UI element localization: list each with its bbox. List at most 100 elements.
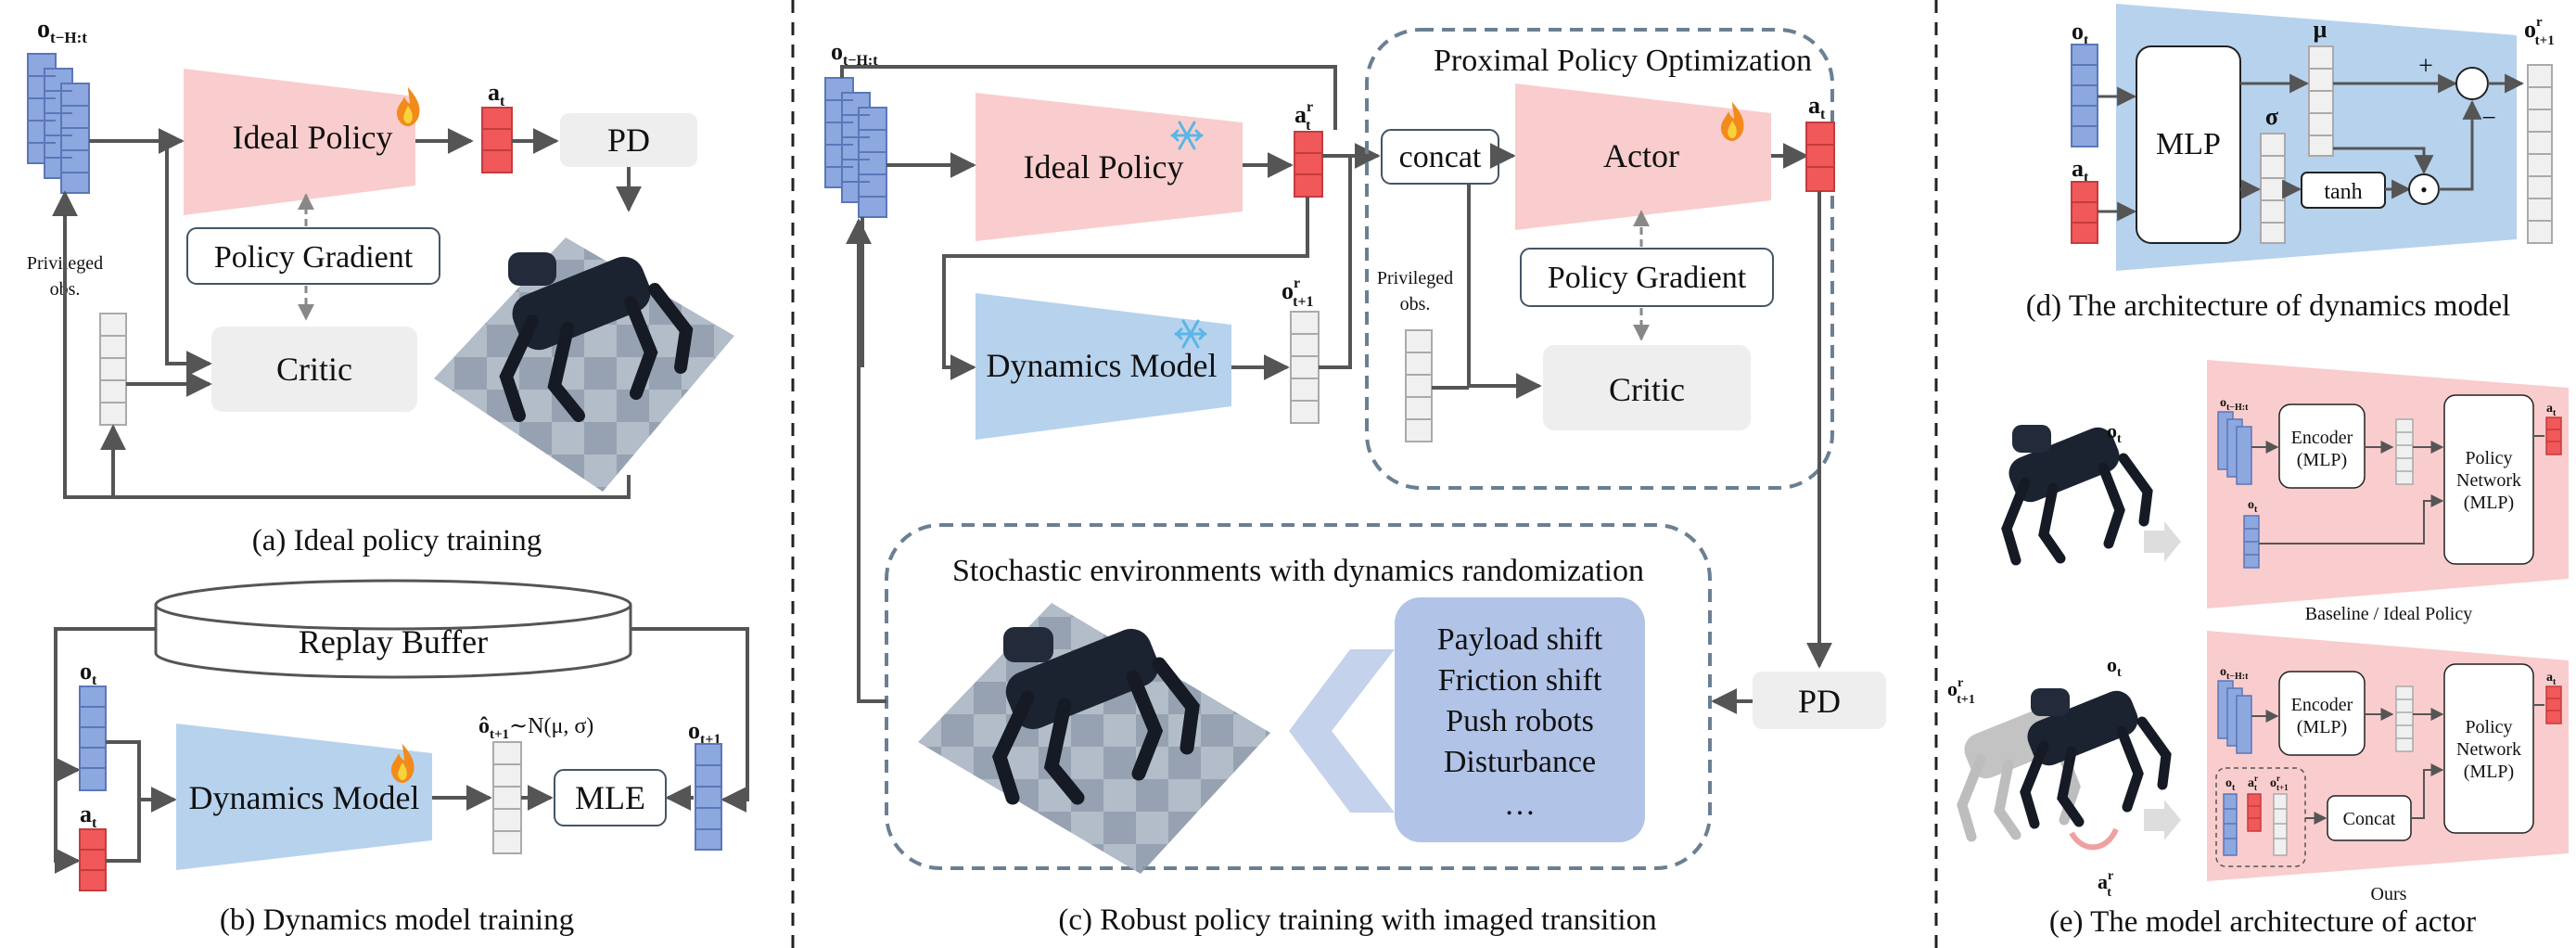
c-env-chevron <box>1289 649 1395 813</box>
c-dynamics-model-block <box>976 293 1231 440</box>
d-mu-vector <box>2308 45 2334 157</box>
e-top-hist-label: ot−H:t <box>2220 396 2249 413</box>
a-action-vector <box>481 107 513 173</box>
a-policy-gradient-box <box>186 227 440 285</box>
c-env-item: Disturbance <box>1444 745 1596 779</box>
a-action-label: at <box>488 79 505 109</box>
b-obs-label: ot <box>80 658 97 688</box>
c-pd-box <box>1753 672 1886 729</box>
c-env-item: … <box>1504 788 1536 822</box>
e-bottom-encoder-label-1: Encoder <box>2291 695 2353 715</box>
c-env-items-box <box>1395 597 1645 842</box>
d-mlp-label: MLP <box>2156 127 2221 161</box>
d-sigma-vector <box>2260 133 2286 244</box>
c-at-label: at <box>1808 92 1826 122</box>
e-top-caption: Baseline / Ideal Policy <box>2305 604 2473 624</box>
e-top-policy-label-1: Policy <box>2465 448 2512 468</box>
d-caption: (d) The architecture of dynamics model <box>2026 289 2511 323</box>
c-concat-label: concat <box>1399 140 1482 174</box>
e-bottom-in-or-vector <box>2273 793 2288 856</box>
e-bottom-in-ot-label: ot <box>2225 776 2236 793</box>
c-env-item: Push robots <box>1446 704 1594 738</box>
a-critic-label: Critic <box>276 351 352 388</box>
panel-b: Replay Buffer ot at Dynamics Model ôt+1∼… <box>54 579 749 937</box>
e-bottom-flow-arrow <box>2144 800 2181 840</box>
panel-e: ot ot−H:t Encoder (MLP) ot Policy Networ… <box>1947 360 2569 939</box>
e-top-hist-stack <box>2217 411 2252 485</box>
a-ideal-policy-block <box>184 69 415 215</box>
c-ppo-title: Proximal Policy Optimization <box>1434 44 1812 78</box>
c-critic-box <box>1543 345 1751 430</box>
a-obs-history-stack <box>27 53 90 194</box>
e-bottom-policy-label-3: (MLP) <box>2464 762 2514 782</box>
flame-icon <box>1721 102 1744 141</box>
flame-icon <box>391 744 414 783</box>
c-caption: (c) Robust policy training with imaged t… <box>1058 903 1656 937</box>
b-obs-vector <box>79 685 107 791</box>
b-replay-buffer-label: Replay Buffer <box>299 623 488 660</box>
c-ppo-dashed-box <box>1365 28 1834 490</box>
a-obs-label: ot−H:t <box>37 15 87 46</box>
e-top-policy-label-2: Network <box>2456 470 2521 491</box>
flame-icon <box>397 87 420 126</box>
e-bottom-robot-image <box>2020 688 2172 829</box>
e-bottom-policy-box <box>2443 663 2534 834</box>
a-privileged-obs-vector <box>99 313 127 426</box>
a-critic-box <box>211 327 417 412</box>
d-out-vector <box>2527 64 2553 244</box>
b-dynamics-model-label: Dynamics Model <box>189 779 420 816</box>
a-ideal-policy-label: Ideal Policy <box>233 119 393 156</box>
d-sigma-label: σ <box>2265 103 2278 130</box>
e-bottom-ot-label: ot <box>2107 653 2122 680</box>
e-bottom-policy-label-2: Network <box>2456 739 2521 760</box>
b-pred-label: ôt+1∼N(μ, σ) <box>478 714 593 742</box>
b-action-vector <box>79 828 107 891</box>
e-caption: (e) The model architecture of actor <box>2049 905 2476 939</box>
b-caption: (b) Dynamics model training <box>220 903 574 937</box>
b-next-obs-vector <box>695 743 722 851</box>
d-dot-label: • <box>2420 178 2428 201</box>
c-ideal-policy-block <box>976 93 1243 241</box>
c-robot-image <box>918 603 1270 874</box>
snowflake-icon <box>1170 121 1204 150</box>
c-env-item: Friction shift <box>1438 663 1602 698</box>
c-at-vector <box>1805 122 1835 192</box>
e-top-policy-box <box>2443 394 2534 565</box>
c-privileged-label-1: Privileged <box>1377 268 1453 288</box>
e-top-at-label: at <box>2546 402 2557 418</box>
b-dynamics-model-block <box>176 724 432 870</box>
d-tanh-label: tanh <box>2324 180 2362 204</box>
c-privileged-obs-vector <box>1405 329 1433 442</box>
c-privileged-label-2: obs. <box>1400 294 1431 314</box>
c-pd-label: PD <box>1798 683 1841 720</box>
c-env-title: Stochastic environments with dynamics ra… <box>952 554 1644 588</box>
e-bottom-policy-label-1: Policy <box>2465 717 2512 737</box>
e-bottom-ar-curve-arrow <box>2069 827 2119 851</box>
e-bottom-hist-label: ot−H:t <box>2220 665 2249 682</box>
d-action-vector <box>2071 181 2098 244</box>
c-ar-vector <box>1294 131 1323 198</box>
e-bottom-encoder-label-2: (MLP) <box>2297 717 2347 737</box>
d-action-label: at <box>2072 155 2089 186</box>
d-mu-label: μ <box>2314 16 2327 43</box>
e-bottom-latent-vector <box>2395 685 2414 752</box>
b-action-label: at <box>80 801 97 831</box>
a-pd-label: PD <box>607 122 650 159</box>
e-top-robot-image <box>2001 425 2153 566</box>
e-top-ot-vector <box>2243 515 2260 569</box>
c-critic-label: Critic <box>1609 371 1685 408</box>
c-ideal-policy-label: Ideal Policy <box>1024 148 1184 186</box>
a-robot-image <box>434 237 734 492</box>
c-actor-label: Actor <box>1603 137 1679 174</box>
c-env-dashed-box <box>885 523 1712 870</box>
d-mlp-box <box>2136 45 2241 244</box>
panel-d: ot at MLP μ σ tanh • <box>2026 4 2555 323</box>
e-top-latent-vector <box>2395 418 2414 485</box>
d-sum-node <box>2455 67 2489 100</box>
